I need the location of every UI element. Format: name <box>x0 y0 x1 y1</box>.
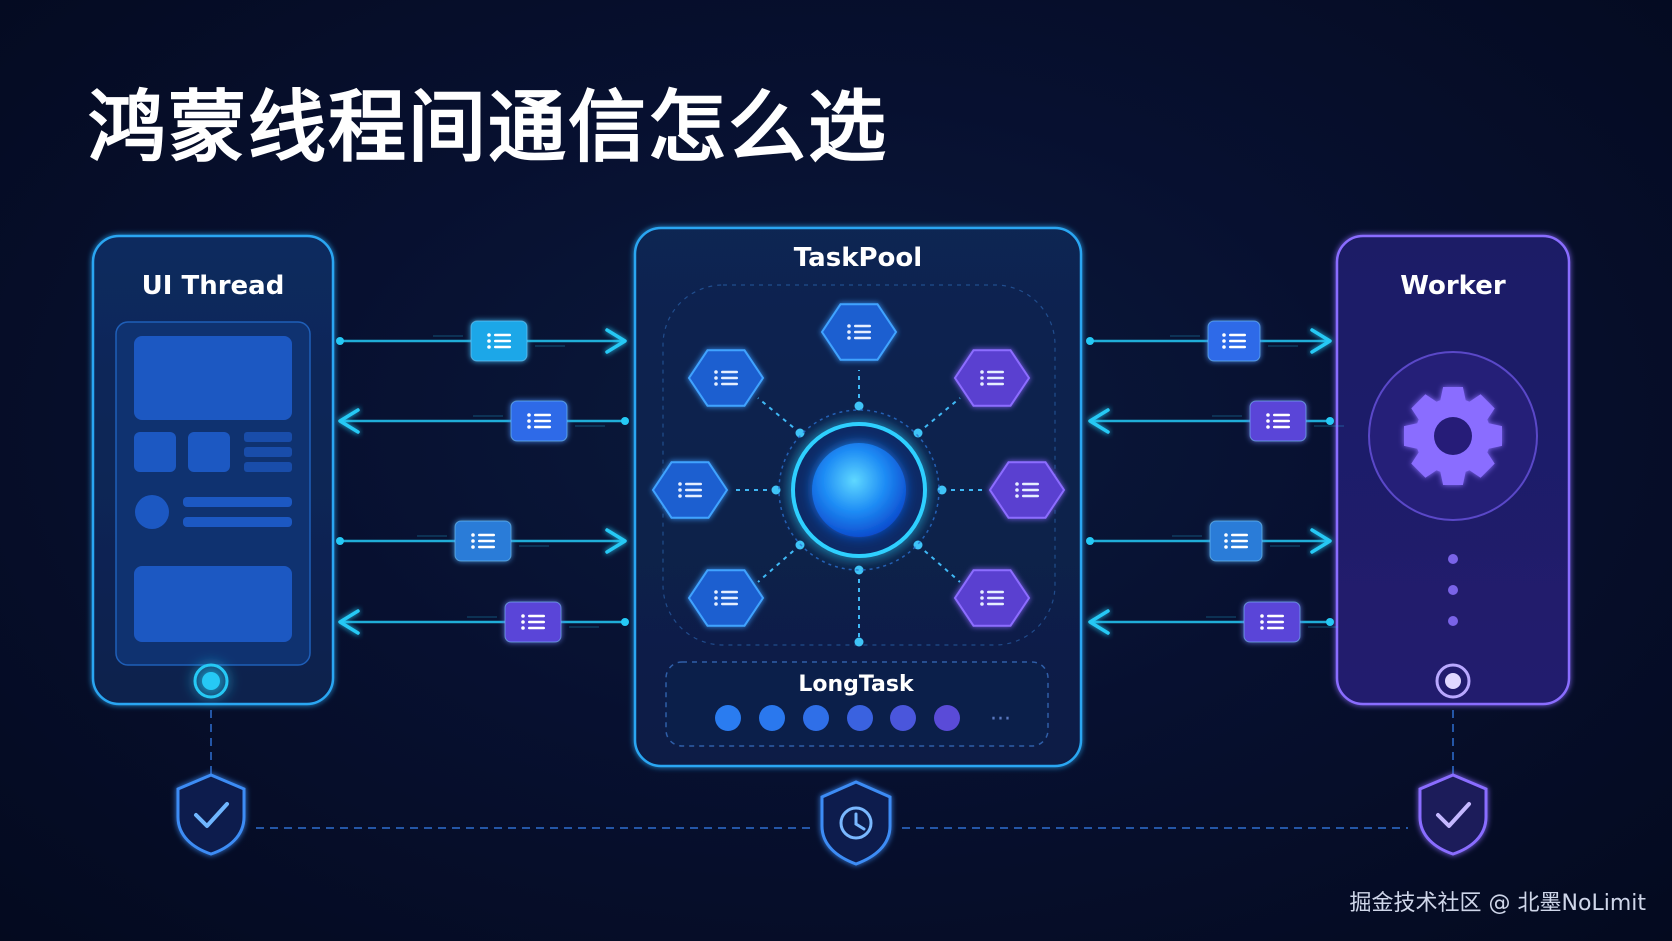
taskpool-core <box>778 409 940 571</box>
arrow-tail-dot <box>621 618 629 626</box>
arrow-tail-dot <box>336 337 344 345</box>
page-title: 鸿蒙线程间通信怎么选 <box>88 83 889 173</box>
home-button <box>193 663 229 699</box>
taskpool-panel: TaskPool <box>633 226 1083 768</box>
arrow-head <box>605 528 627 554</box>
phone-screen-mockup <box>115 321 311 666</box>
longtask-dot <box>934 705 960 731</box>
spoke-nodes <box>771 401 947 647</box>
arrow-tail-dot <box>1086 337 1094 345</box>
worker-panel: Worker <box>1335 234 1571 706</box>
message-arrow <box>336 320 627 362</box>
task-hexagon <box>988 461 1066 519</box>
arrow-head <box>1310 528 1332 554</box>
message-list-icon <box>1243 601 1301 643</box>
message-list-icon <box>504 601 562 643</box>
longtask-dot <box>847 705 873 731</box>
arrow-tail-dot <box>1086 537 1094 545</box>
task-hexagons <box>651 303 1066 627</box>
ui-thread-label: UI Thread <box>142 271 285 301</box>
message-list-icon <box>470 320 528 362</box>
arrow-tail-dot <box>1326 417 1334 425</box>
message-list-icon <box>454 520 512 562</box>
longtask-dot <box>890 705 916 731</box>
task-hexagon <box>687 569 765 627</box>
arrow-head <box>1088 408 1110 434</box>
message-arrow <box>1086 520 1332 562</box>
arrow-head <box>605 328 627 354</box>
longtask-box: LongTask ··· <box>665 661 1049 747</box>
message-list-icon <box>510 400 568 442</box>
arrow-tail-dot <box>336 537 344 545</box>
task-spokes <box>736 370 982 642</box>
message-arrow <box>1086 320 1332 362</box>
longtask-label: LongTask <box>798 672 915 697</box>
arrow-head <box>1310 328 1332 354</box>
message-list-icon <box>1249 400 1307 442</box>
arrow-head <box>1088 609 1110 635</box>
task-hexagon <box>820 303 898 361</box>
longtask-dot <box>715 705 741 731</box>
arrow-head <box>338 609 360 635</box>
ui-shield-check-icon <box>176 773 246 856</box>
task-hexagon <box>953 569 1031 627</box>
arrow-tail-dot <box>1326 618 1334 626</box>
message-arrow <box>1088 601 1338 643</box>
longtask-more: ··· <box>990 707 1011 732</box>
message-arrow <box>338 601 629 643</box>
message-arrows <box>336 320 1344 643</box>
worker-shield-check-icon <box>1418 773 1488 856</box>
arrow-head <box>338 408 360 434</box>
arrow-tail-dot <box>621 417 629 425</box>
longtask-dot <box>759 705 785 731</box>
message-arrow <box>1088 400 1344 442</box>
gear-icon <box>1404 387 1502 485</box>
worker-label: Worker <box>1400 271 1506 301</box>
task-hexagon <box>953 349 1031 407</box>
ui-thread-panel: UI Thread <box>91 234 335 706</box>
longtask-dot <box>803 705 829 731</box>
message-arrow <box>336 520 627 562</box>
worker-progress-dots <box>1448 554 1458 626</box>
watermark: 掘金技术社区 @ 北墨NoLimit <box>1349 891 1646 916</box>
taskpool-label: TaskPool <box>794 243 922 273</box>
taskpool-shield-clock-icon <box>820 780 892 866</box>
message-arrow <box>338 400 629 442</box>
security-line <box>210 710 1454 829</box>
message-list-icon <box>1209 520 1263 562</box>
task-hexagon <box>687 349 765 407</box>
message-list-icon <box>1207 320 1261 362</box>
worker-home-button <box>1435 663 1471 699</box>
task-hexagon <box>651 461 729 519</box>
